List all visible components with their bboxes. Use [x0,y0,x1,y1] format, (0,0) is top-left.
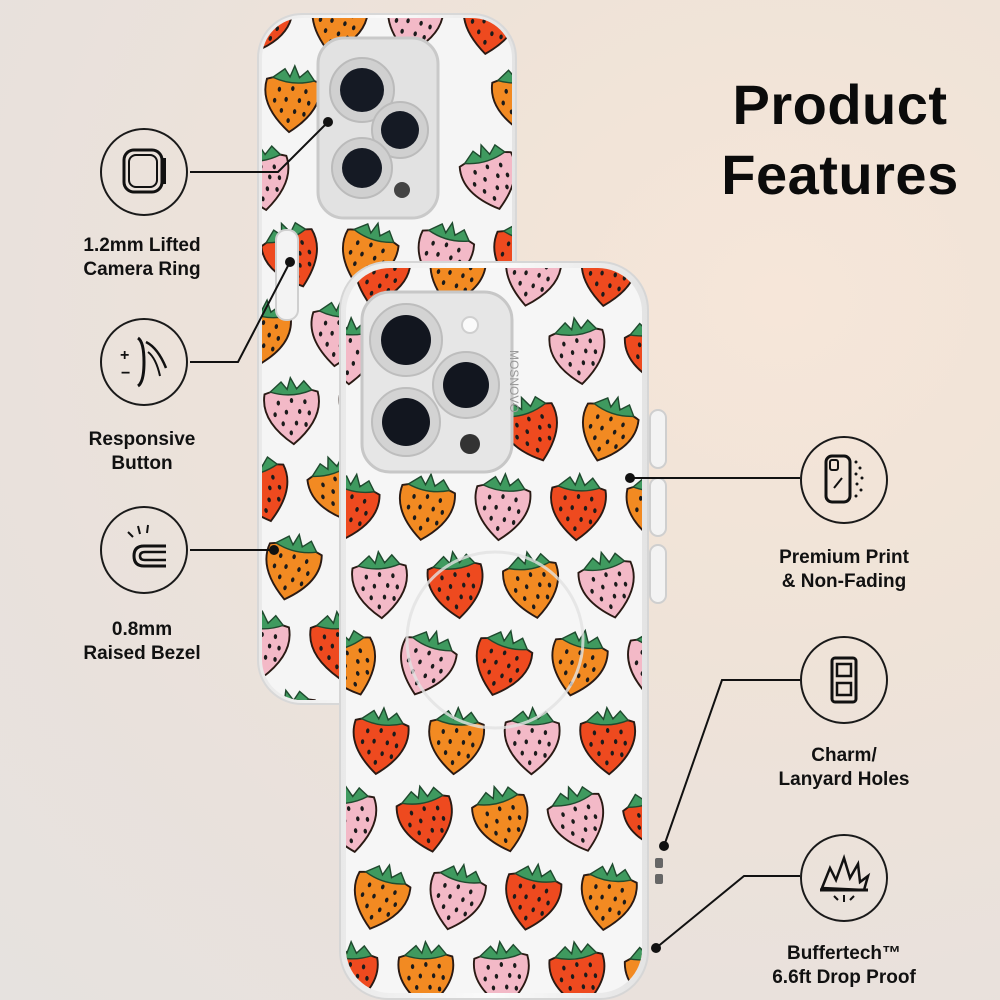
lanyard-hole-icon [800,636,888,724]
strawberry [622,785,642,852]
front-phone-case: MOSNOVO [339,237,714,1000]
strawberry [346,472,381,541]
strawberry [474,472,532,542]
feature-lanyard-holes-label: Charm/ Lanyard Holes [778,745,910,790]
back-camera-module [316,36,440,220]
strawberry [346,629,376,696]
strawberry [395,784,453,853]
strawberry [580,862,638,932]
camera-ring-icon [100,128,188,216]
strawberry [579,705,637,776]
strawberry [654,237,714,308]
back-side-button [275,229,299,321]
strawberry [262,455,289,523]
strawberry [577,550,635,619]
strawberry [623,316,642,385]
feature-camera-ring-label: 1.2mm Lifted Camera Ring [83,235,201,280]
case-brand-text: MOSNOVO [507,350,521,413]
strawberry [353,863,412,930]
svg-text:+: + [120,347,129,364]
feature-premium-print-label: Premium Print & Non-Fading [779,547,909,592]
lanyard-hole [655,858,663,868]
strawberry [546,785,605,852]
strawberry [500,395,558,462]
strawberry [265,532,323,601]
strawberry [472,939,530,993]
strawberry [458,143,512,211]
front-volume-up-button [649,477,667,537]
strawberry [582,395,640,462]
strawberry [548,940,606,993]
impact-burst-icon [800,834,888,922]
front-action-button [649,409,667,469]
strawberry [471,784,529,853]
front-camera-module [360,290,514,474]
strawberry [505,268,563,307]
strawberry [346,784,378,854]
strawberry [352,706,410,776]
strawberry [580,268,638,308]
strawberry [654,705,714,776]
title-line-1: Product [732,73,948,136]
phone-print-icon [800,436,888,524]
lanyard-hole [655,874,663,884]
strawberry [429,862,487,931]
strawberry [627,628,642,697]
title-line-2: Features [721,143,959,206]
strawberry [550,471,607,542]
strawberry [264,63,322,134]
strawberry [475,629,534,697]
page-title: Product Features [680,70,1000,210]
strawberry [398,472,456,541]
strawberry [625,471,642,542]
strawberry [263,375,320,446]
feature-raised-bezel-label: 0.8mm Raised Bezel [83,619,201,664]
strawberry [503,705,561,776]
feature-responsive-button-label: Responsive Button [88,429,196,474]
strawberry [505,862,563,931]
strawberry [654,861,714,932]
strawberry [351,549,408,620]
strawberry [548,316,606,386]
strawberry [262,609,291,680]
strawberry [397,939,455,993]
magsafe-ring [405,550,585,730]
front-volume-down-button [649,544,667,604]
feature-drop-proof-label: Buffertech™ 6.6ft Drop Proof [772,943,916,988]
side-button-icon: + − [100,318,188,406]
strawberry [490,63,512,134]
svg-text:−: − [121,365,130,382]
raised-bezel-icon [100,506,188,594]
